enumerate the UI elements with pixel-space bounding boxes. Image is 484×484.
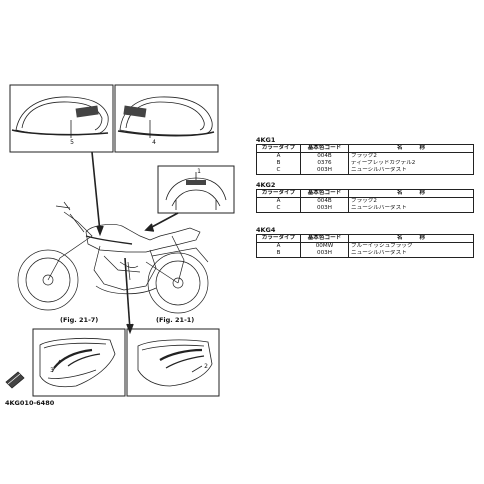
- table-row: A 00MW ブルーイッシュブラック: [256, 242, 474, 250]
- header-color-type: カラータイプ: [256, 144, 301, 153]
- model-code: 4KG2: [256, 181, 276, 189]
- drawing-code: 4KG010-6480: [5, 399, 55, 407]
- header-base-color-code: 基本色コード: [300, 189, 349, 198]
- tank-decal-left-panel: [9, 84, 114, 153]
- model-code: 4KG4: [256, 226, 276, 234]
- color-name-cell: ニューシルバーダスト: [348, 167, 474, 175]
- table-row: C 003H ニューシルバーダスト: [256, 167, 474, 175]
- callout-3: 3: [50, 367, 54, 374]
- header-base-color-code: 基本色コード: [300, 234, 349, 243]
- table-row: B 003H ニューシルバーダスト: [256, 250, 474, 258]
- table-header-row: カラータイプ 基本色コード 名 称: [256, 144, 474, 153]
- color-table: カラータイプ 基本色コード 名 称 A 004B ブラック2 B 0376 ディ…: [256, 144, 474, 175]
- color-code-cell: 00MW: [300, 242, 349, 250]
- color-table: カラータイプ 基本色コード 名 称 A 004B ブラック2 C 003H ニュ…: [256, 189, 474, 213]
- color-type-cell: A: [256, 242, 301, 250]
- color-name-cell: ブラック2: [348, 152, 474, 160]
- table-row: A 004B ブラック2: [256, 152, 474, 160]
- motorcycle-outline: [17, 201, 209, 314]
- table-row: A 004B ブラック2: [256, 197, 474, 205]
- header-name: 名 称: [348, 189, 474, 198]
- header-color-type: カラータイプ: [256, 189, 301, 198]
- callout-4: 4: [152, 139, 156, 146]
- color-code-cell: 004B: [300, 197, 349, 205]
- side-cover-left-panel: [32, 328, 126, 397]
- color-type-cell: A: [256, 152, 301, 160]
- color-name-cell: ディープレッドカクテル2: [348, 160, 474, 167]
- header-base-color-code: 基本色コード: [300, 144, 349, 153]
- callout-5: 5: [70, 139, 74, 146]
- callout-2: 2: [204, 363, 208, 370]
- color-name-cell: ニューシルバーダスト: [348, 250, 474, 258]
- color-code-cell: 004B: [300, 152, 349, 160]
- color-type-cell: B: [256, 160, 301, 167]
- side-cover-right-panel: [126, 328, 220, 397]
- color-type-cell: A: [256, 197, 301, 205]
- front-direction-icon: [5, 371, 25, 389]
- header-color-type: カラータイプ: [256, 234, 301, 243]
- color-code-cell: 003H: [300, 250, 349, 258]
- table-row: B 0376 ディープレッドカクテル2: [256, 160, 474, 167]
- color-code-cell: 003H: [300, 205, 349, 213]
- color-table-4kg4: 4KG4 カラータイプ 基本色コード 名 称 A 00MW ブルーイッシュブラッ…: [256, 226, 474, 258]
- color-table-4kg1: 4KG1 カラータイプ 基本色コード 名 称 A 004B ブラック2 B 03…: [256, 136, 474, 175]
- header-name: 名 称: [348, 234, 474, 243]
- color-table-4kg2: 4KG2 カラータイプ 基本色コード 名 称 A 004B ブラック2 C 00…: [256, 181, 474, 213]
- tank-decal-right-panel: [114, 84, 219, 153]
- table-header-row: カラータイプ 基本色コード 名 称: [256, 189, 474, 198]
- color-table: カラータイプ 基本色コード 名 称 A 00MW ブルーイッシュブラック B 0…: [256, 234, 474, 258]
- color-name-cell: ブラック2: [348, 197, 474, 205]
- figure-reference-right: (Fig. 21-1): [156, 316, 195, 324]
- color-code-cell: 003H: [300, 167, 349, 175]
- color-type-cell: B: [256, 250, 301, 258]
- table-header-row: カラータイプ 基本色コード 名 称: [256, 234, 474, 243]
- header-name: 名 称: [348, 144, 474, 153]
- color-code-cell: 0376: [300, 160, 349, 167]
- table-row: C 003H ニューシルバーダスト: [256, 205, 474, 213]
- figure-reference-left: (Fig. 21-7): [60, 316, 99, 324]
- leader-arrows: [91, 151, 179, 335]
- color-name-cell: ニューシルバーダスト: [348, 205, 474, 213]
- tank-emblem-panel: [157, 165, 235, 214]
- color-type-cell: C: [256, 167, 301, 175]
- color-name-cell: ブルーイッシュブラック: [348, 242, 474, 250]
- color-type-cell: C: [256, 205, 301, 213]
- callout-1: 1: [197, 168, 201, 175]
- model-code: 4KG1: [256, 136, 276, 144]
